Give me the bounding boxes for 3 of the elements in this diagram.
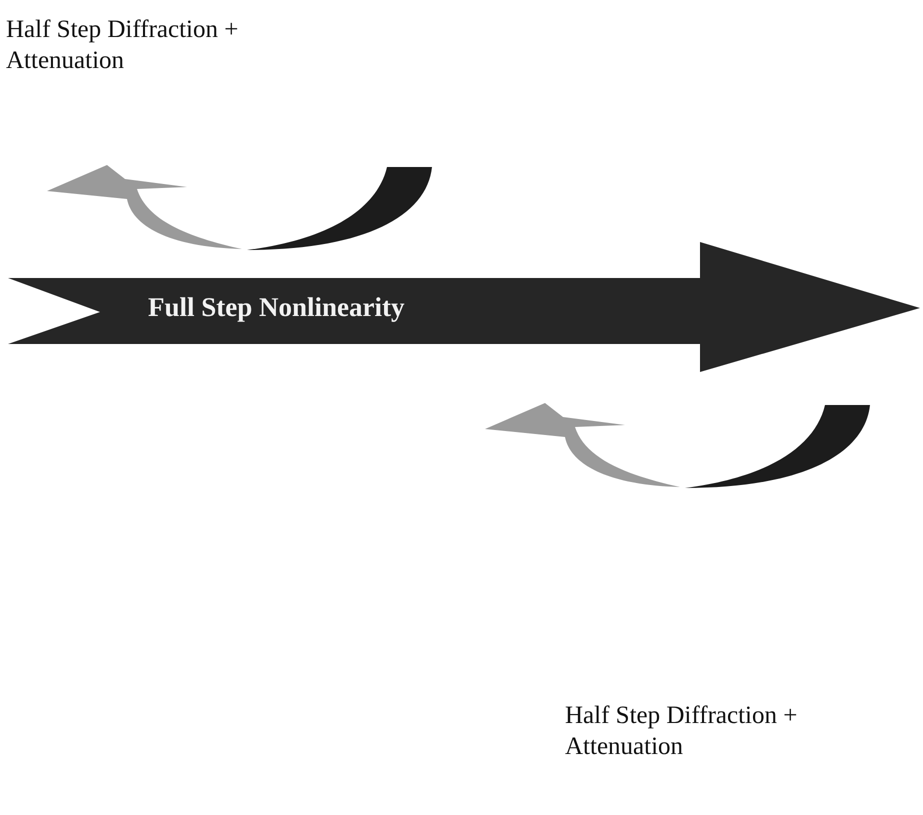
arrow-text: Full Step Nonlinearity <box>148 292 405 323</box>
label-text: Half Step Diffraction + Attenuation <box>6 15 240 76</box>
label-text: Half Step Diffraction + Attenuation <box>565 701 798 762</box>
